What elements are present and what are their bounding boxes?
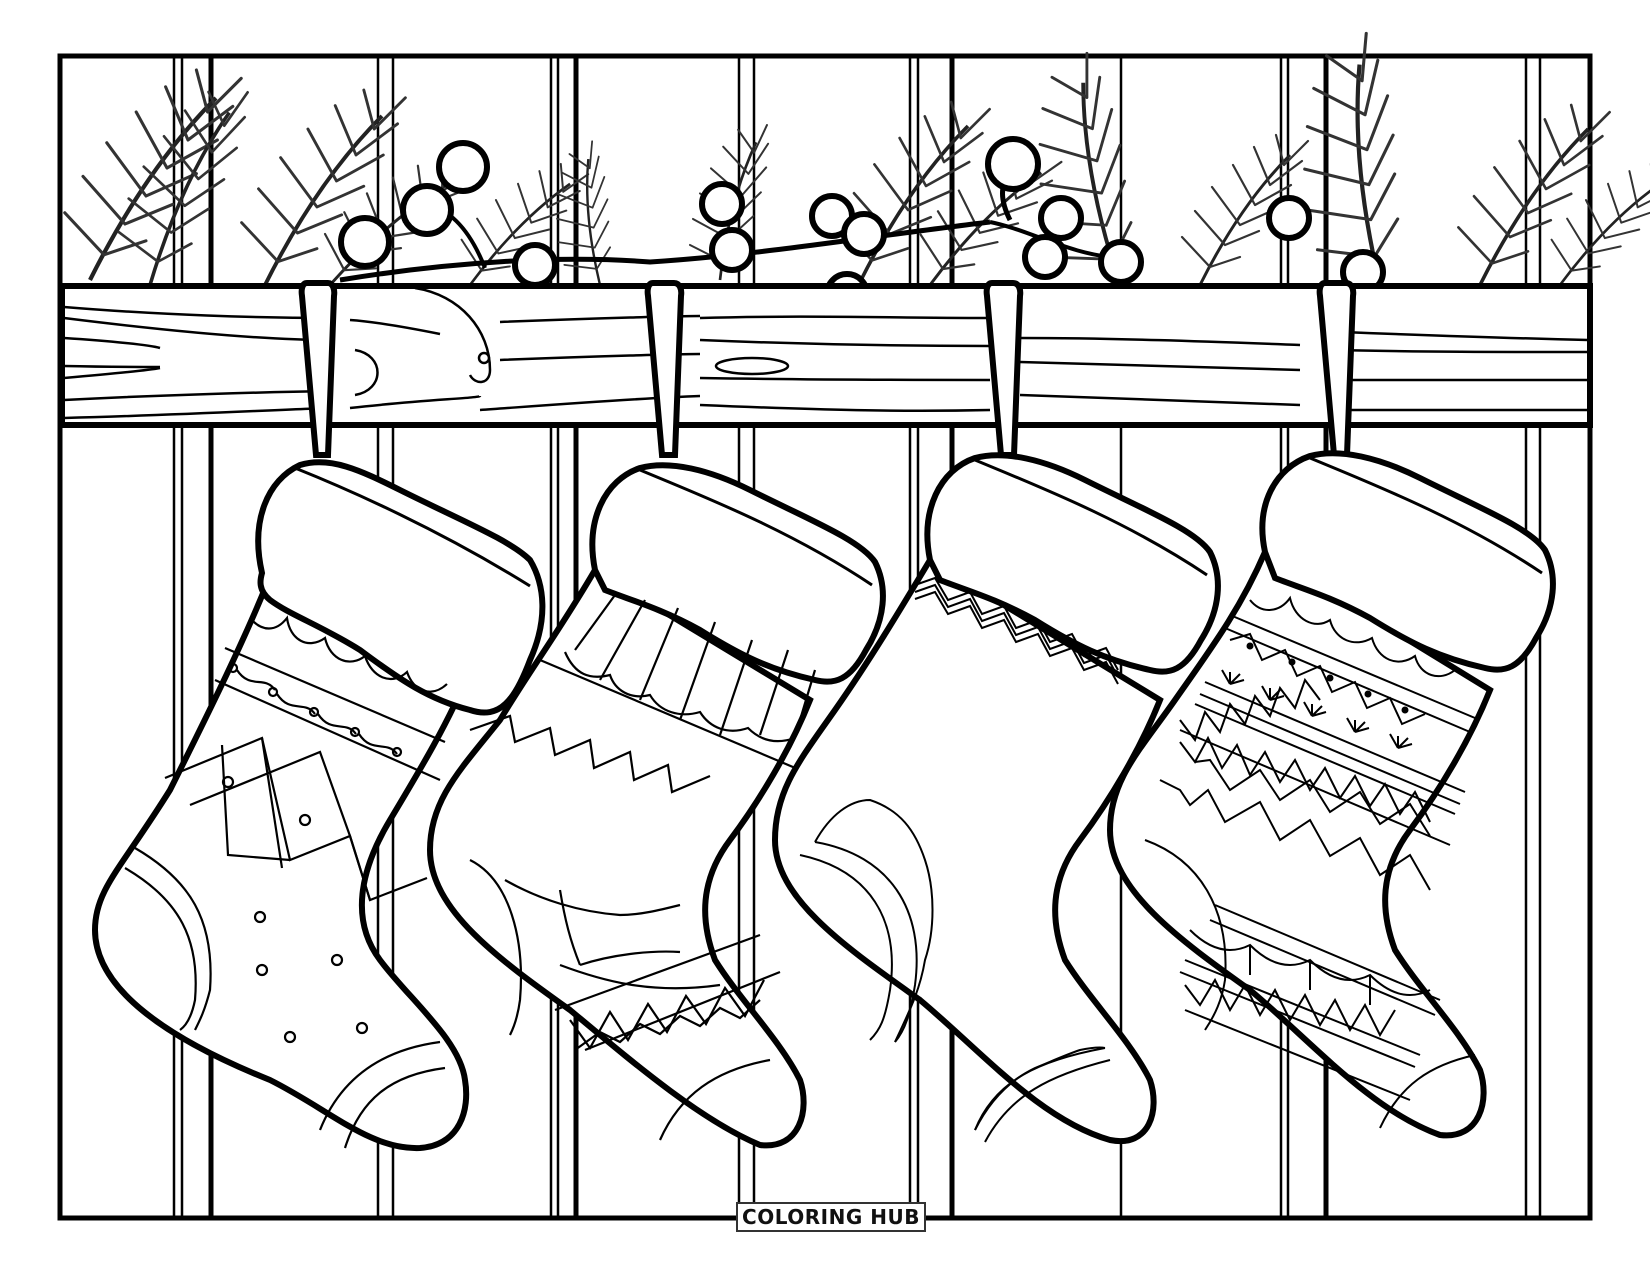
stocking-3	[771, 452, 1221, 1145]
coloring-hub-logo: COLORING HUB	[736, 1202, 926, 1232]
stocking-4	[1106, 450, 1556, 1139]
stocking-2	[426, 462, 886, 1149]
stocking-1	[91, 459, 546, 1152]
logo-text: COLORING HUB	[742, 1205, 920, 1229]
pine-garland	[65, 27, 1650, 315]
stocking-hooks	[298, 280, 1357, 458]
mantel-shelf	[59, 283, 1593, 428]
